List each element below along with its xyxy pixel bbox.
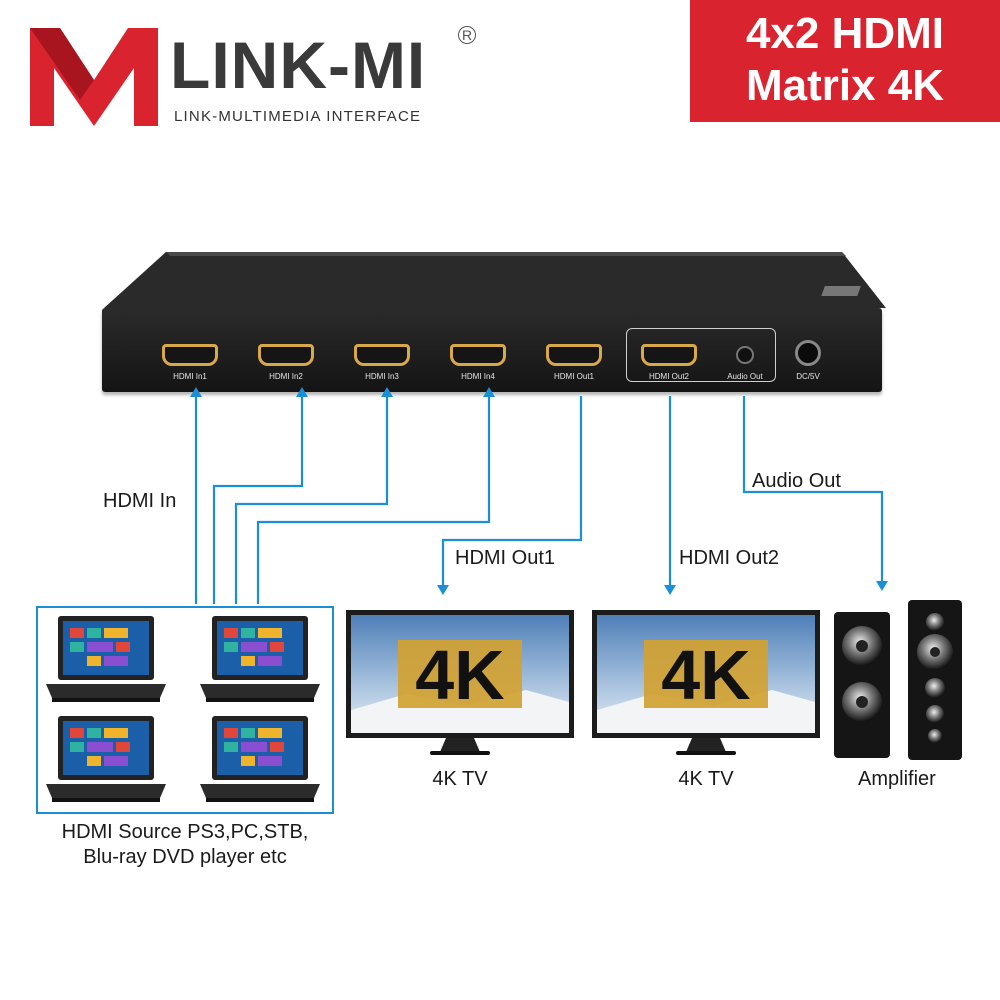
wire-in4: [258, 392, 489, 604]
hdmi-out2-wire-label: HDMI Out2: [679, 547, 779, 570]
amplifier-label: Amplifier: [858, 768, 936, 791]
tv-screen-text: 4K: [415, 636, 504, 714]
laptop-icon: [196, 614, 324, 704]
speakers-icon: [828, 598, 968, 766]
laptop-icon: [42, 614, 170, 704]
tv2-label: 4K TV: [592, 768, 820, 791]
laptop-icon: [42, 714, 170, 804]
tv1-label: 4K TV: [346, 768, 574, 791]
audio-out-wire-label: Audio Out: [752, 470, 841, 493]
laptop-icon: [196, 714, 324, 804]
hdmi-out1-wire-label: HDMI Out1: [455, 547, 555, 570]
sources-caption-line2: Blu-ray DVD player etc: [36, 845, 334, 870]
tv-icon: 4K: [346, 610, 574, 756]
tv-icon: 4K: [592, 610, 820, 756]
tv-screen-text: 4K: [661, 636, 750, 714]
sources-caption-line1: HDMI Source PS3,PC,STB,: [36, 820, 334, 845]
hdmi-in-label: HDMI In: [103, 490, 176, 513]
sources-caption: HDMI Source PS3,PC,STB, Blu-ray DVD play…: [36, 820, 334, 870]
